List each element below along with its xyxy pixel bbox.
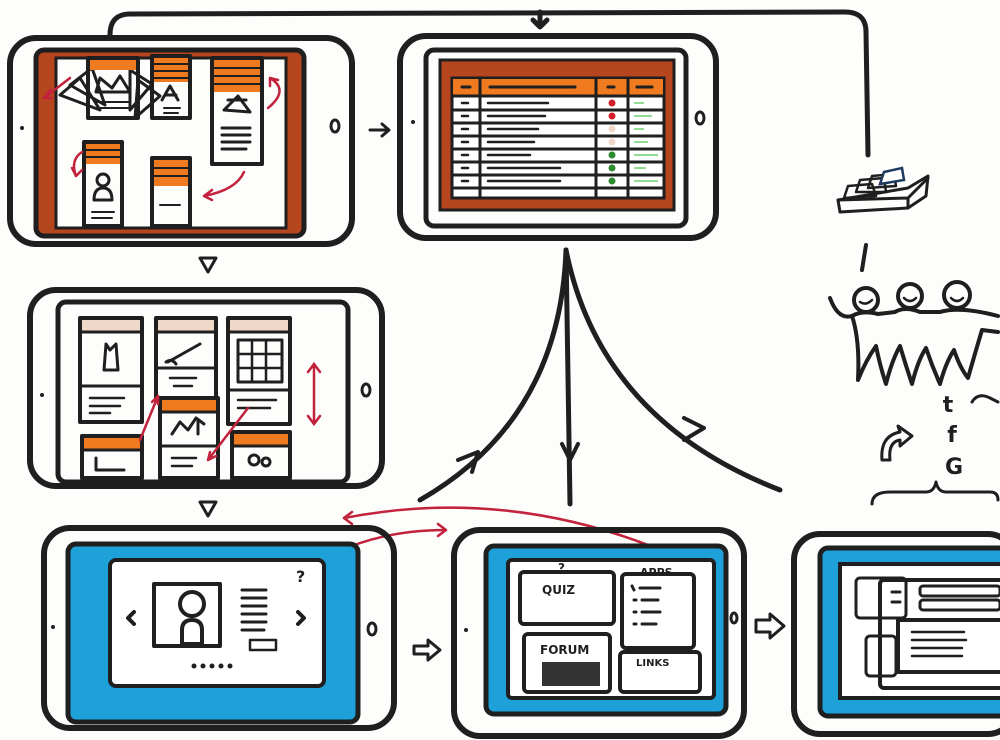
pager-dot[interactable]: [191, 663, 197, 669]
status-dot-green: [608, 177, 616, 185]
fanned-card-stack[interactable]: [58, 56, 162, 120]
loop-arrow-down: [530, 9, 550, 30]
crown-icon: [94, 74, 132, 94]
chat-bubble-icon: [970, 394, 1000, 404]
tile-cat[interactable]: [78, 316, 144, 424]
tile-list[interactable]: [80, 434, 144, 480]
svg-text:APPS: APPS: [640, 566, 673, 579]
card-person[interactable]: [82, 140, 124, 228]
svg-text:LINKS: LINKS: [636, 658, 669, 669]
table-grid: [450, 76, 666, 200]
home-button-icon[interactable]: [366, 621, 378, 637]
profile-action-button[interactable]: [248, 638, 278, 652]
home-button-icon[interactable]: [694, 110, 706, 126]
tile-links[interactable]: [230, 430, 292, 480]
connector-line: [860, 243, 868, 272]
card-diagram[interactable]: [210, 56, 264, 166]
move-arrows: [138, 361, 322, 462]
pager-dot[interactable]: [218, 663, 224, 669]
flow-arrow-down: [198, 256, 218, 274]
stacked-dialogs[interactable]: [854, 576, 1000, 690]
links-panel[interactable]: LINKS: [618, 650, 702, 694]
card-box-icon: [836, 166, 930, 214]
status-text-column: [634, 102, 658, 182]
google-icon[interactable]: G: [945, 455, 963, 480]
profile-text: [240, 588, 268, 632]
svg-text:QUIZ: QUIZ: [542, 583, 575, 597]
svg-text:?: ?: [558, 561, 565, 575]
drag-arrows: [42, 76, 281, 202]
feedback-loop-line: [107, 9, 871, 158]
people-group-icon: [828, 280, 1000, 386]
camera-dot: [20, 126, 24, 130]
flow-arrow-down: [198, 500, 218, 518]
tile-calendar[interactable]: [226, 316, 292, 426]
facebook-icon[interactable]: f: [947, 423, 957, 448]
screen-tile-grid: [27, 287, 385, 489]
share-arrow-icon[interactable]: [880, 424, 914, 462]
screen-data-table: [397, 33, 719, 241]
apps-panel[interactable]: APPS: [620, 566, 696, 650]
screen-card-board: [7, 35, 355, 247]
pager-dot[interactable]: [200, 663, 206, 669]
profile-photo: [152, 582, 222, 648]
status-dot-peach: [608, 138, 616, 146]
status-column: [608, 99, 616, 185]
status-dot-green: [608, 151, 616, 159]
tile-paintbrush[interactable]: [154, 316, 218, 400]
branch-arrows: [417, 247, 783, 507]
pager-dot[interactable]: [209, 663, 215, 669]
table-rows[interactable]: [460, 101, 562, 183]
flow-arrow-right: [368, 122, 391, 138]
carousel-prev-button[interactable]: [126, 610, 136, 626]
screen-detail-overlay: [791, 531, 1000, 737]
card-short[interactable]: [150, 156, 192, 228]
forum-panel[interactable]: FORUM: [522, 632, 612, 694]
flow-arrow-right: [412, 638, 442, 662]
status-dot-red: [608, 99, 616, 107]
tile-chart[interactable]: [158, 396, 220, 480]
flow-arrow-right: [754, 612, 786, 640]
screen-dashboard: ? QUIZ APPS FORUM LINKS: [451, 527, 747, 739]
curly-brace: [870, 480, 1000, 506]
status-dot-green: [608, 164, 616, 172]
pager-dot[interactable]: [227, 663, 233, 669]
quiz-panel[interactable]: ? QUIZ: [518, 561, 616, 626]
svg-text:FORUM: FORUM: [540, 643, 589, 657]
social-share: t f G: [870, 393, 1000, 506]
pager-dots[interactable]: [191, 663, 233, 669]
card-a[interactable]: [150, 54, 192, 120]
status-dot-peach: [608, 125, 616, 133]
home-button-icon[interactable]: [729, 611, 739, 625]
status-dot-red: [608, 112, 616, 120]
help-icon[interactable]: ?: [296, 567, 305, 586]
letter-a-icon: [160, 84, 180, 102]
twitter-icon[interactable]: t: [943, 393, 954, 418]
data-table: [450, 76, 666, 200]
home-button-icon[interactable]: [360, 382, 372, 398]
screen-profile-carousel: ?: [41, 525, 397, 731]
carousel-next-button[interactable]: [296, 610, 306, 626]
home-button-icon[interactable]: [329, 118, 341, 134]
